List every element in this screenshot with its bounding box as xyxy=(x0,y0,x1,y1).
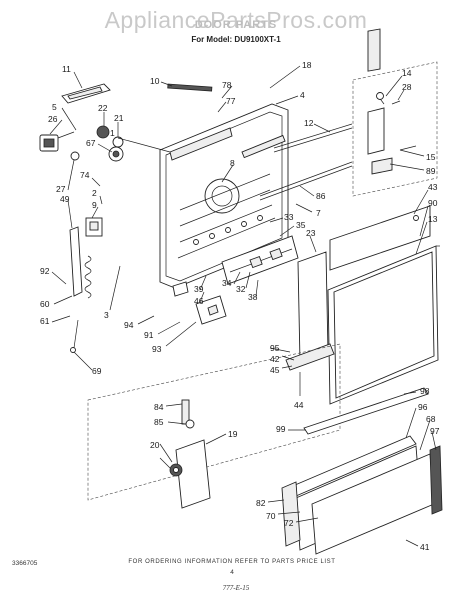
callout-c57: 97 xyxy=(430,426,440,436)
callout-c9: 5 xyxy=(52,102,57,112)
callout-c23: 89 xyxy=(426,166,436,176)
hinge-rod xyxy=(273,123,353,149)
callout-c10: 26 xyxy=(48,114,58,124)
callout-c53: 98 xyxy=(420,386,430,396)
switch-part xyxy=(39,131,75,152)
callout-c18: 27 xyxy=(56,184,66,194)
callout-c12: 21 xyxy=(114,113,124,123)
callout-c56: 68 xyxy=(426,414,436,424)
callout-c6: 4 xyxy=(300,90,305,100)
callout-c52: 20 xyxy=(150,440,160,450)
callout-c16: 8 xyxy=(230,158,235,168)
callout-c50: 85 xyxy=(154,417,164,427)
document-number: 3366705 xyxy=(12,560,38,567)
callout-c35: 3 xyxy=(104,310,109,320)
callout-c28: 7 xyxy=(316,208,321,218)
callout-c29: 33 xyxy=(284,212,294,222)
callout-c48: 44 xyxy=(294,400,304,410)
callout-c26: 13 xyxy=(428,214,438,224)
callout-c39: 32 xyxy=(236,284,246,294)
latch-rod xyxy=(259,161,353,201)
watermark-text: AppliancePartsPros.com xyxy=(105,7,368,33)
insulation-panel xyxy=(297,251,329,363)
callout-c24: 43 xyxy=(428,182,438,192)
selector-knobs xyxy=(70,125,124,162)
callout-c31: 23 xyxy=(306,228,316,238)
callout-c41: 94 xyxy=(124,320,134,330)
callout-c38: 34 xyxy=(222,278,232,288)
door-handle-part xyxy=(61,83,111,104)
callout-c33: 60 xyxy=(40,299,50,309)
callout-c22: 15 xyxy=(426,152,436,162)
callout-c19: 2 xyxy=(92,188,97,198)
callout-c25: 90 xyxy=(428,198,438,208)
callout-c7: 14 xyxy=(402,68,412,78)
callout-c32: 92 xyxy=(40,266,50,276)
callout-c14: 1 xyxy=(110,128,115,138)
callout-c5: 18 xyxy=(302,60,312,70)
top-vent-strip xyxy=(167,83,213,92)
callout-c15: 67 xyxy=(86,138,96,148)
callout-c55: 96 xyxy=(418,402,428,412)
callout-c40: 38 xyxy=(248,292,258,302)
callout-c60: 72 xyxy=(284,518,294,528)
lower-bracket-parts xyxy=(172,281,227,325)
signature-code: 777-E-15 xyxy=(223,584,250,592)
callout-c47: 45 xyxy=(270,365,280,375)
callout-c42: 91 xyxy=(144,330,154,340)
callout-c11: 22 xyxy=(98,103,108,113)
callout-c21: 9 xyxy=(92,200,97,210)
callout-c45: 95 xyxy=(270,343,280,353)
callout-c20: 49 xyxy=(60,194,70,204)
callout-c17: 74 xyxy=(80,170,90,180)
ordering-note: FOR ORDERING INFORMATION REFER TO PARTS … xyxy=(128,559,335,565)
callout-c43: 93 xyxy=(152,344,162,354)
callout-c46: 42 xyxy=(270,354,280,364)
callout-labels: 11 10 78 77 18 4 14 28 5 26 22 21 12 1 6… xyxy=(40,60,440,552)
callout-c2: 10 xyxy=(150,76,160,86)
callout-c27: 86 xyxy=(316,191,326,201)
page-number: 4 xyxy=(230,569,234,576)
callout-c54: 99 xyxy=(276,424,286,434)
hinge-inset-box xyxy=(352,28,438,197)
kick-panel-assembly xyxy=(281,387,443,555)
model-line: For Model: DU9100XT-1 xyxy=(191,35,281,44)
callout-c3: 78 xyxy=(222,80,232,90)
callout-c1: 11 xyxy=(62,64,71,74)
callout-c44: 69 xyxy=(92,366,102,376)
callout-c30: 35 xyxy=(296,220,306,230)
inner-door-panel xyxy=(159,103,289,289)
callout-c51: 19 xyxy=(228,429,238,439)
diagram-title: DOOR PARTS xyxy=(195,19,278,31)
callout-c58: 82 xyxy=(256,498,266,508)
door-side-channel xyxy=(69,217,103,353)
control-bracket xyxy=(221,235,299,285)
callout-c36: 39 xyxy=(194,284,204,294)
latch-inset-box xyxy=(87,343,341,509)
callout-c13: 12 xyxy=(304,118,314,128)
leader-lines xyxy=(49,65,437,547)
callout-c59: 70 xyxy=(266,511,276,521)
callout-c34: 61 xyxy=(40,316,50,326)
callout-c61: 41 xyxy=(420,542,430,552)
callout-c8: 28 xyxy=(402,82,412,92)
callout-c37: 46 xyxy=(194,296,204,306)
callout-c4: 77 xyxy=(226,96,236,106)
outer-door-panels xyxy=(327,205,440,405)
callout-c49: 84 xyxy=(154,402,164,412)
